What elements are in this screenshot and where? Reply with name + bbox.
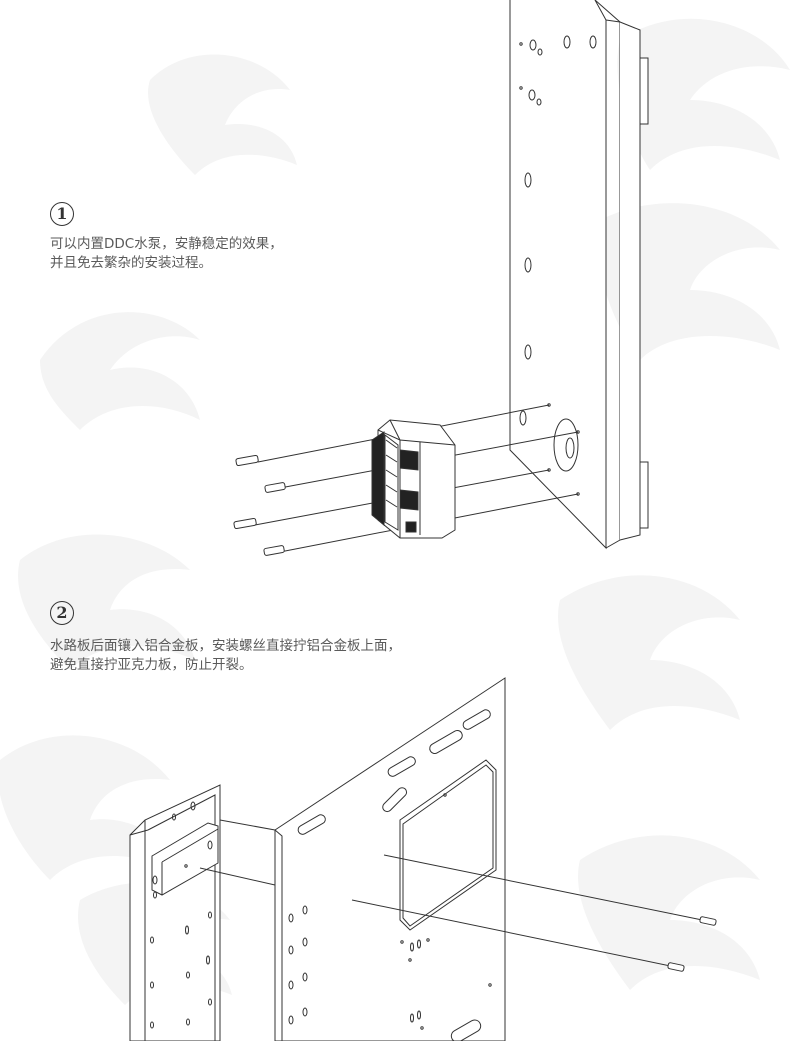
- step-2-description-line-2: 避免直接拧亚克力板，防止开裂。: [50, 657, 253, 673]
- step-1-description-line-2: 并且免去繁杂的安装过程。: [50, 255, 212, 271]
- step-number-1: 1: [50, 202, 74, 226]
- step-number-2: 2: [50, 601, 74, 625]
- step-1-description-line-1: 可以内置DDC水泵，安静稳定的效果，: [50, 236, 283, 252]
- step-2-description-line-1: 水路板后面镶入铝合金板，安装螺丝直接拧铝合金板上面，: [50, 638, 401, 654]
